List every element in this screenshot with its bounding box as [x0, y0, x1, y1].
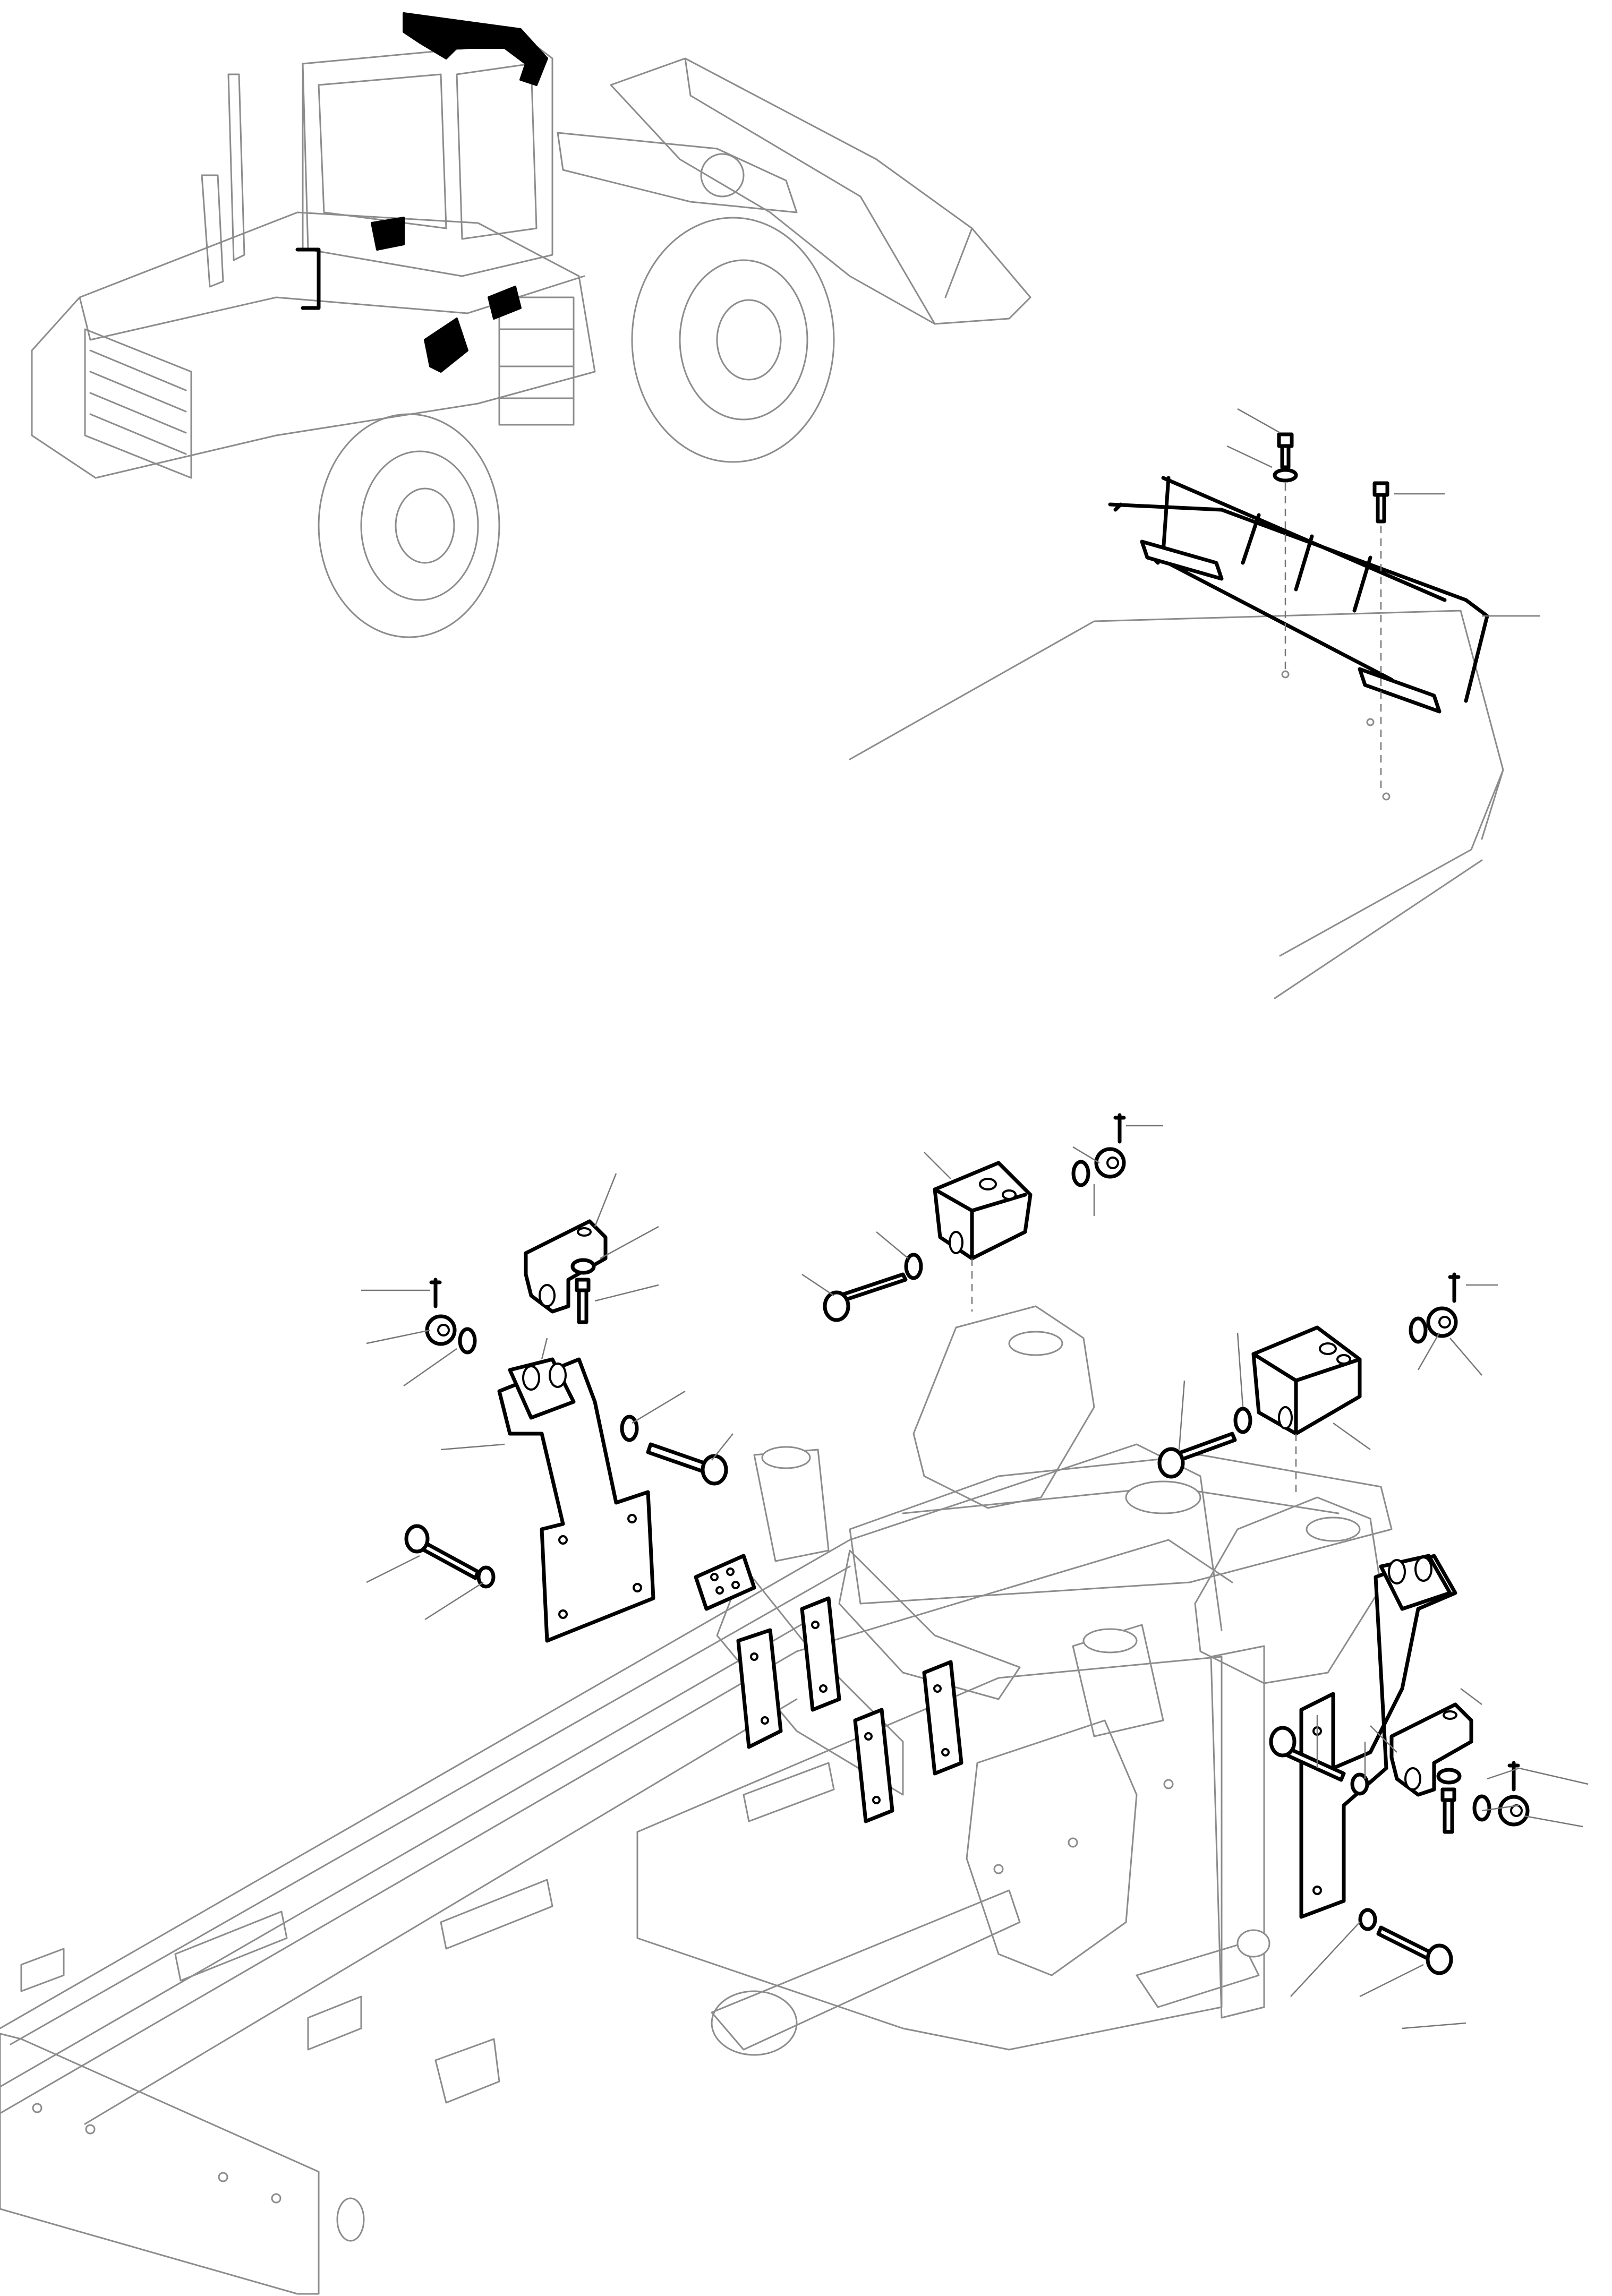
washer: [570, 1258, 596, 1275]
bolt: [1277, 432, 1294, 469]
frame-view: [0, 1113, 1589, 2295]
pivot-hole: [1125, 1480, 1201, 1514]
loader-rear-wheel: [631, 217, 835, 463]
handrail-foot: [1140, 539, 1224, 581]
lower-arm: [711, 1889, 1021, 2051]
frame-side-panel: [636, 1645, 1265, 2051]
wheel-loader-view: [31, 12, 1031, 638]
cab-side-handle: [371, 217, 405, 251]
loader-grille: [84, 328, 192, 479]
castle-nut: [1426, 1306, 1458, 1338]
handrail-foot: [1358, 667, 1442, 714]
pivot-boss: [753, 1446, 830, 1562]
washer: [1358, 1908, 1377, 1931]
clamp-lower-right: [1389, 1702, 1473, 1797]
roof-hole: [1366, 718, 1375, 726]
handrail: [1108, 476, 1489, 703]
pivot-hole: [1306, 1517, 1361, 1542]
bolt: [1372, 481, 1389, 524]
loader-front-wheel: [318, 413, 500, 638]
spacer-plate: [800, 1596, 841, 1712]
washer: [476, 1565, 496, 1589]
bolt-long: [646, 1442, 728, 1486]
frame-hole: [1068, 1837, 1078, 1848]
washer: [1233, 1407, 1252, 1434]
roof-hole: [1281, 670, 1290, 679]
chassis-rail: [0, 1443, 1233, 2125]
clamp-upper-left: [524, 1219, 608, 1314]
fastener-plate: [694, 1554, 756, 1611]
frame-hole: [85, 2124, 96, 2135]
cotter-pin: [1448, 1272, 1461, 1303]
handrail-outline: [295, 247, 321, 310]
roof-grab-handle: [403, 12, 548, 86]
leader-line: [1226, 445, 1273, 468]
washer: [1350, 1772, 1369, 1796]
washer: [1472, 1794, 1491, 1822]
castle-nut: [1094, 1147, 1126, 1179]
washer: [1071, 1160, 1090, 1187]
castle-nut: [425, 1314, 457, 1346]
frame-hole: [1163, 1779, 1174, 1789]
washer: [458, 1327, 477, 1355]
bolt-long: [1376, 1925, 1453, 1975]
spacer-plate: [736, 1628, 783, 1749]
leader-line: [1237, 408, 1281, 434]
front-mount-pedestal: [912, 1305, 1095, 1509]
rail-bracket: [20, 1948, 500, 2104]
washer: [1273, 468, 1298, 483]
bolt-short: [575, 1278, 591, 1324]
spacer-plate: [922, 1660, 963, 1776]
cotter-pin: [429, 1278, 442, 1308]
frame-cutout: [966, 1719, 1138, 1976]
mount-bracket-left: [497, 1357, 655, 1643]
frame-hole: [336, 2197, 365, 2242]
frame-hole: [271, 2193, 282, 2204]
bolt-long: [1157, 1432, 1237, 1479]
mount-block-left: [933, 1161, 1033, 1261]
pivot-hole: [1008, 1331, 1063, 1356]
frame-hole: [32, 2103, 42, 2113]
loader-body: [31, 73, 596, 479]
cotter-pin: [1113, 1113, 1126, 1144]
step-handle: [424, 318, 468, 373]
washer: [1409, 1316, 1428, 1344]
cotter-pin: [1507, 1761, 1520, 1792]
lift-arm: [557, 132, 798, 213]
frame-hole: [993, 1864, 1004, 1874]
bolt-long: [1269, 1726, 1346, 1782]
leader-lines: [361, 1125, 1589, 2029]
castle-nut: [1498, 1795, 1530, 1827]
cab-roof: [849, 610, 1504, 999]
bolt-long: [823, 1272, 908, 1322]
loader-bucket: [610, 57, 1031, 325]
loader-cab: [302, 41, 553, 277]
frame-hole: [218, 2172, 228, 2182]
bolt-long: [404, 1524, 480, 1580]
rod-pivot: [711, 1990, 798, 2056]
washer: [904, 1253, 923, 1280]
rear-grab-handle: [488, 286, 522, 320]
frame-box: [0, 2033, 320, 2295]
spacer-plate: [853, 1708, 894, 1823]
frame-hole: [1236, 1929, 1270, 1958]
roof-hole: [1382, 792, 1391, 801]
mount-block-right: [1251, 1325, 1362, 1436]
bolt-short: [1440, 1787, 1456, 1834]
mount-bracket-right: [1299, 1554, 1457, 1919]
pivot-boss: [1072, 1624, 1164, 1737]
washer: [620, 1415, 639, 1442]
handrail-view: [849, 408, 1540, 999]
washer: [1436, 1768, 1462, 1785]
loader-steps: [498, 296, 575, 426]
rear-mount-pedestal: [1194, 1496, 1382, 1684]
frame-foot: [1136, 1942, 1260, 2008]
crossmember: [174, 1762, 835, 1982]
